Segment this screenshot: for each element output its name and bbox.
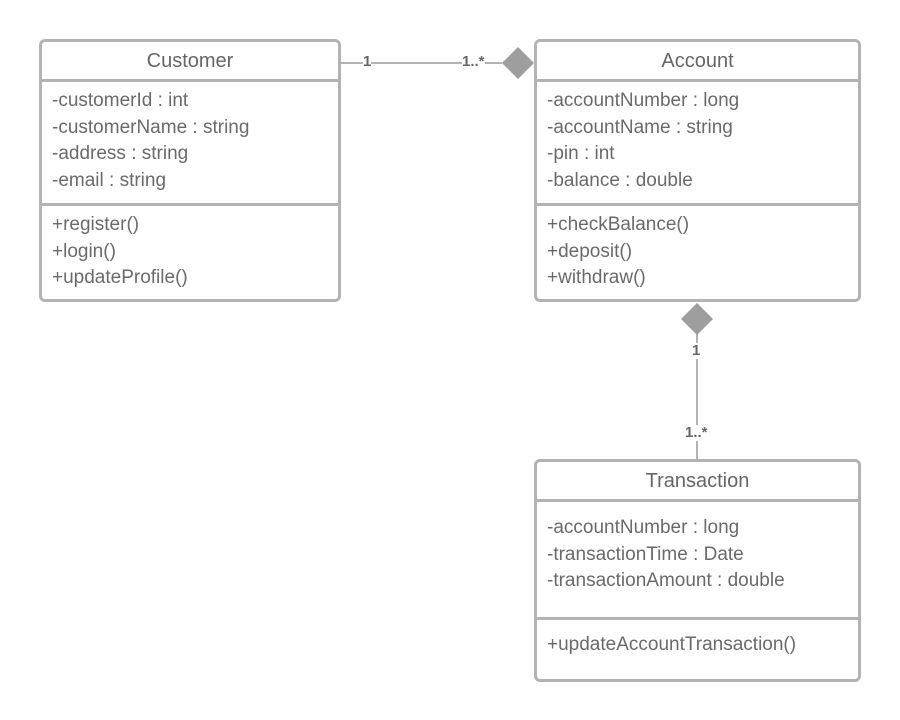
attribute: -accountNumber : long (547, 517, 740, 538)
operation-list: +checkBalance() +deposit() +withdraw() (537, 206, 858, 292)
composition-diamond-account-transaction (681, 303, 713, 335)
attribute-list: -accountNumber : long -transactionTime :… (537, 502, 858, 620)
attribute-list: -customerId : int -customerName : string… (42, 82, 338, 206)
operation: +checkBalance() (547, 214, 690, 235)
attribute: -balance : double (547, 169, 693, 191)
attribute: -accountName : string (547, 116, 733, 138)
attribute: -accountNumber : long (547, 90, 740, 111)
multiplicity-account-end-transaction: 1 (692, 342, 701, 359)
class-name: Customer (42, 42, 338, 82)
class-transaction[interactable]: Transaction -accountNumber : long -trans… (534, 459, 861, 682)
multiplicity-account-end-customer: 1..* (462, 53, 485, 70)
attribute: -address : string (52, 143, 189, 165)
multiplicity-transaction-end: 1..* (685, 424, 708, 441)
operation: +updateAccountTransaction() (547, 634, 797, 655)
attribute: -transactionTime : Date (547, 543, 744, 565)
attribute: -pin : int (547, 143, 615, 165)
operation: +login() (52, 240, 116, 262)
class-name: Transaction (537, 462, 858, 502)
attribute: -transactionAmount : double (547, 570, 785, 592)
composition-diamond-customer-account (502, 47, 534, 79)
class-account[interactable]: Account -accountNumber : long -accountNa… (534, 39, 861, 302)
attribute: -email : string (52, 169, 167, 191)
operation-list: +register() +login() +updateProfile() (42, 206, 338, 292)
operation: +deposit() (547, 240, 633, 262)
operation: +register() (52, 214, 140, 235)
attribute: -customerId : int (52, 90, 189, 111)
class-customer[interactable]: Customer -customerId : int -customerName… (39, 39, 341, 302)
multiplicity-customer-end: 1 (363, 53, 372, 70)
operation-list: +updateAccountTransaction() (537, 620, 858, 659)
attribute: -customerName : string (52, 116, 250, 138)
attribute-list: -accountNumber : long -accountName : str… (537, 82, 858, 206)
class-name: Account (537, 42, 858, 82)
operation: +withdraw() (547, 267, 646, 289)
operation: +updateProfile() (52, 267, 188, 289)
